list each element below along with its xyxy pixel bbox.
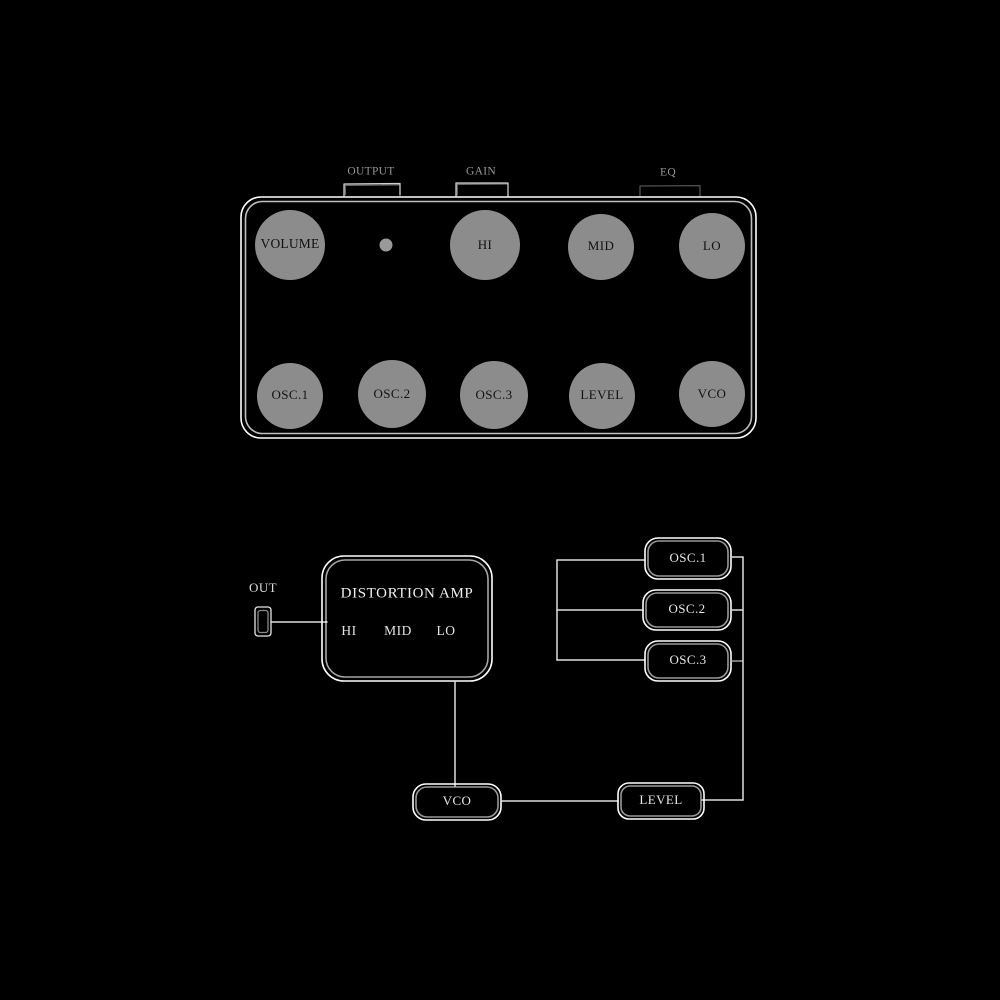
block-osc2: OSC.2 <box>642 589 732 631</box>
knob-label-hi: HI <box>478 237 493 252</box>
knob-label-lo: LO <box>703 238 721 253</box>
knob-level[interactable]: LEVEL <box>569 363 635 429</box>
knob-mid[interactable]: MID <box>568 214 634 280</box>
eq-band-hi: HI <box>341 623 356 638</box>
block-label-osc1: OSC.1 <box>669 550 706 565</box>
block-label-osc3: OSC.3 <box>669 652 706 667</box>
eq-band-lo: LO <box>437 623 456 638</box>
block-label-distortion-amp: DISTORTION AMP <box>341 585 474 601</box>
block-label-osc2: OSC.2 <box>668 601 705 616</box>
panel-bracket-output <box>343 182 401 197</box>
block-label-vco: VCO <box>443 793 472 808</box>
out-jack: OUT <box>249 580 277 637</box>
knob-volume[interactable]: VOLUME <box>255 210 325 280</box>
panel-bracket-gain <box>455 182 509 197</box>
block-label-level: LEVEL <box>639 792 682 807</box>
knob-label-vco: VCO <box>698 386 727 401</box>
panel-bracket-eq <box>639 184 701 197</box>
block-osc1: OSC.1 <box>644 537 732 580</box>
knob-osc2[interactable]: OSC.2 <box>358 360 426 428</box>
block-distortion-amp: DISTORTION AMP HI MID LO <box>321 555 493 682</box>
knob-label-mid: MID <box>588 238 614 253</box>
block-vco: VCO <box>412 783 502 821</box>
knob-label-osc2: OSC.2 <box>373 386 410 401</box>
panel-label-gain: GAIN <box>466 166 496 178</box>
out-jack-label: OUT <box>249 580 277 595</box>
knob-label-level: LEVEL <box>580 387 623 402</box>
knob-label-volume: VOLUME <box>261 236 320 251</box>
panel-label-eq: EQ <box>660 167 676 179</box>
block-osc3: OSC.3 <box>644 640 732 682</box>
knob-vco[interactable]: VCO <box>679 361 745 427</box>
knob-hi[interactable]: HI <box>450 210 520 280</box>
knob-label-osc1: OSC.1 <box>271 387 308 402</box>
pedal-enclosure <box>240 196 757 439</box>
panel-label-output: OUTPUT <box>347 166 394 178</box>
knob-osc3[interactable]: OSC.3 <box>460 361 528 429</box>
eq-band-mid: MID <box>384 623 412 638</box>
knob-osc1[interactable]: OSC.1 <box>257 363 323 429</box>
block-level: LEVEL <box>617 782 705 820</box>
knob-label-osc3: OSC.3 <box>475 387 512 402</box>
knob-lo[interactable]: LO <box>679 213 745 279</box>
led-indicator <box>379 238 393 252</box>
